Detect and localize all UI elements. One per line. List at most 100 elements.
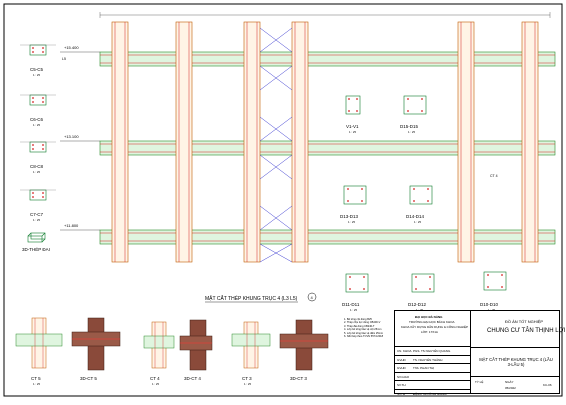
detail-3d-ct3 [279, 319, 329, 371]
beam-section-d12 [411, 273, 435, 293]
detail-label-3d-ct4: 3D-CT 4 [184, 376, 201, 381]
beam-section-scale-d11: 1 : 25 [350, 308, 357, 312]
left-section-scale-4: 1 : 25 [33, 218, 40, 222]
left-section-scale-2: 1 : 25 [33, 123, 40, 127]
detail-ct4 [143, 321, 175, 369]
column-4 [291, 21, 309, 263]
level-tag: L5 [62, 57, 66, 61]
beam-section-label-v1: V1-V1 [346, 124, 359, 129]
axis-label: 4 [311, 295, 314, 300]
axis-marker [307, 292, 317, 302]
detail-tag: CT 4 [490, 174, 498, 178]
frame-title: MẶT CẮT THÉP KHUNG TRỤC 4 (L3 L5) [205, 294, 298, 302]
left-section-label-1: C5-C5 [30, 67, 44, 72]
top-dimension-line [99, 12, 551, 18]
title-block: ĐẠI HỌC ĐÀ NẴNG TRƯỜNG ĐẠI HỌC BÁCH KHOA… [394, 310, 565, 396]
note-line: 5. Lớp bê tông bảo vệ dầm 25mm [344, 331, 384, 335]
school-block: ĐẠI HỌC ĐÀ NẴNG TRƯỜNG ĐẠI HỌC BÁCH KHOA… [395, 311, 471, 347]
beam-section-d14 [409, 185, 433, 205]
sheet-number: KC-06 [543, 383, 552, 387]
left-section-label-3: C8-C8 [30, 164, 44, 169]
beam-section-scale-d15: 1 : 25 [408, 130, 415, 134]
beam-section-label-d15: D15-D15 [400, 124, 419, 129]
note-line: 3. Thép đai dùng CB240-T [344, 324, 375, 328]
detail-label-ct4: CT 4 [150, 376, 160, 381]
sheet-info: TỶ LỆ NGÀY 05/2022 KC-06 [471, 377, 559, 393]
left-section-label-2: C6-C6 [30, 117, 44, 122]
detail-ct5 [15, 317, 63, 369]
scale-label: TỶ LỆ [475, 380, 484, 384]
project-name: CHUNG CƯ TÂN THỊNH LỢI [487, 328, 566, 334]
detail-scale-ct4: 1 : 25 [152, 382, 159, 386]
left-section-1 [20, 44, 56, 56]
beam-level-1 [99, 51, 556, 67]
left-section-3 [20, 141, 56, 153]
column-3 [243, 21, 261, 263]
staff-row: SV.TH [395, 381, 470, 390]
school-name: TRƯỜNG ĐẠI HỌC BÁCH KHOA [409, 320, 455, 324]
general-notes: 1. Bê tông cột dùng B25 2. Thép chịu lực… [344, 318, 392, 338]
column-6 [521, 21, 539, 263]
drawing-title: MẶT CẮT THÉP KHUNG TRỤC 4 (LẦU 3-LẦU 5) [479, 357, 553, 367]
beam-section-label-d13: D13-D13 [340, 214, 359, 219]
project-type: ĐỒ ÁN TỐT NGHIỆP [505, 319, 544, 324]
elevation-label-1: +15.400 [64, 45, 79, 50]
elevation-label-2: +13.100 [64, 134, 79, 139]
left-section-label-4: C7-C7 [30, 212, 44, 217]
beam-section-scale-d13: 1 : 25 [348, 220, 355, 224]
detail-label-ct5: CT 5 [31, 376, 41, 381]
detail-3d-ct5 [71, 317, 121, 371]
detail-scale-ct3: 1 : 25 [244, 382, 251, 386]
column-5 [457, 21, 475, 263]
left-section-scale-1: 1 : 25 [33, 73, 40, 77]
left-section-4 [20, 189, 56, 201]
detail-label-ct3: CT 3 [242, 376, 252, 381]
beam-section-label-d12: D12-D12 [408, 302, 427, 307]
left-section-2 [20, 94, 56, 106]
beam-section-label-d10: D10-D10 [480, 302, 499, 307]
note-line: 6. Nối thép theo TCVN 5574:2018 [344, 335, 384, 339]
sheet-border [3, 3, 563, 397]
beam-level-3 [99, 229, 556, 245]
cross-bracing [259, 27, 293, 263]
drawing-title-block: MẶT CẮT THÉP KHUNG TRỤC 4 (LẦU 3-LẦU 5) [471, 347, 559, 377]
stirrup-3d [27, 232, 46, 243]
beam-section-d13 [343, 185, 367, 205]
column-2 [175, 21, 193, 263]
beam-section-d11 [345, 273, 369, 293]
date-label: NGÀY [505, 380, 514, 384]
left-section-scale-3: 1 : 25 [33, 170, 40, 174]
stirrup-label: 3D-THÉP ĐAI [22, 246, 50, 252]
detail-scale-ct5: 1 : 25 [33, 382, 40, 386]
faculty-name: KHOA XÂY DỰNG DÂN DỤNG & CÔNG NGHIỆP [401, 325, 469, 329]
beam-section-d15 [403, 95, 427, 115]
note-line: 1. Bê tông cột dùng B25 [344, 318, 372, 321]
elevation-label-3: +11.800 [64, 223, 79, 228]
note-line: 2. Thép chịu lực dùng CB400-V [344, 321, 381, 325]
detail-label-3d-ct3: 3D-CT 3 [290, 376, 307, 381]
note-line: 4. Lớp bê tông bảo vệ cột 25mm [344, 328, 382, 332]
detail-ct3 [231, 321, 271, 369]
beam-section-scale-v1: 1 : 25 [349, 130, 356, 134]
level-lines [60, 51, 100, 231]
detail-3d-ct4 [179, 319, 213, 371]
university-name: ĐẠI HỌC ĐÀ NẴNG [415, 315, 443, 319]
beam-section-v1 [345, 95, 361, 115]
beam-section-scale-d14: 1 : 25 [414, 220, 421, 224]
date-value: 05/2022 [505, 386, 516, 390]
class-name: LỚP: 17X1A [421, 330, 438, 334]
beam-section-label-d14: D14-D14 [406, 214, 425, 219]
column-1 [111, 21, 129, 263]
beam-level-2 [99, 140, 556, 156]
detail-label-3d-ct5: 3D-CT 5 [80, 376, 97, 381]
beam-section-label-d11: D11-D11 [342, 302, 360, 307]
beam-section-d10 [483, 271, 507, 291]
staff-row: SV.GIAO [395, 373, 470, 382]
